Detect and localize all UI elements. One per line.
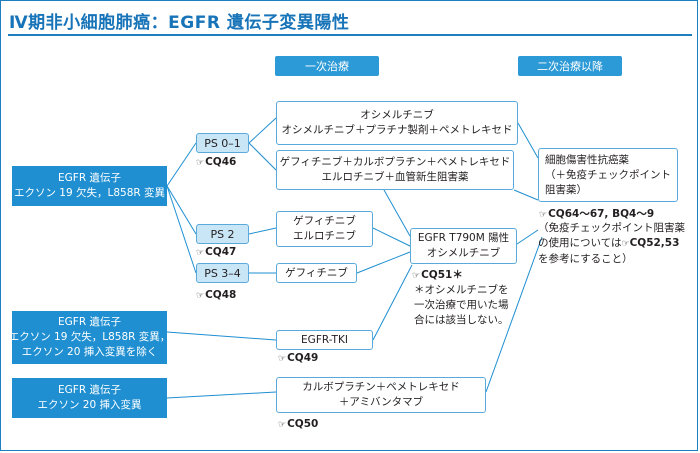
treatment-osimertinib: オシメルチニブ オシメルチニブ＋プラチナ製剤＋ペメトレキセド <box>276 101 518 145</box>
treatment-line: ＋アミバンタマブ <box>338 396 424 408</box>
t790m-footnote: ＊オシメルチニブを 一次治療で用いた場 合には該当しない。 <box>414 284 509 326</box>
group-egfr-excluding-exon20: EGFR 遺伝子 エクソン 19 欠失，L858R 変異， エクソン 20 挿入… <box>9 311 170 364</box>
connector-g1-ps2 <box>166 185 197 235</box>
ref-cq50: ☞CQ50 <box>278 418 319 430</box>
treatment-line: ゲフィチニブ＋カルボプラチン＋ペメトレキセド <box>279 156 511 168</box>
treatment-line: オシメルチニブ <box>426 247 501 259</box>
treatment-gefitinib: ゲフィチニブ <box>276 263 357 283</box>
group-line: エクソン 19 欠失，L858R 変異， <box>8 331 171 343</box>
treatment-line: ゲフィチニブ <box>285 266 348 279</box>
treatment-gefitinib-combo: ゲフィチニブ＋カルボプラチン＋ペメトレキセド エルロチニブ＋血管新生阻害薬 <box>276 150 514 190</box>
pointing-hand-icon: ☞ <box>196 248 205 258</box>
header-first-line: 一次治療 <box>275 56 379 76</box>
ref-cq51: ☞CQ51＊ <box>412 269 463 281</box>
connector-t790-second <box>516 229 539 245</box>
connector-g1-ps01 <box>166 142 197 187</box>
ps-2: PS 2 <box>196 224 249 244</box>
treatment-line: （＋免疫チェックポイント <box>545 169 671 181</box>
page-title: Ⅳ期非小細胞肺癌：EGFR 遺伝子変異陽性 <box>9 13 350 33</box>
connector-t5-t790 <box>372 264 413 341</box>
pointing-hand-icon: ☞ <box>621 239 630 249</box>
pointing-hand-icon: ☞ <box>196 158 205 168</box>
treatment-second-line: 細胞傷害性抗癌薬 （＋免疫チェックポイント 阻害薬） <box>538 148 678 202</box>
title-rule <box>8 34 692 36</box>
ref-cq47: ☞CQ47 <box>196 246 237 258</box>
ref-cq48: ☞CQ48 <box>196 289 237 301</box>
connector-t2-t790 <box>383 189 411 237</box>
ref-cq64: ☞CQ64～67, BQ4～9 <box>539 208 655 220</box>
connector-t2-second <box>513 189 539 201</box>
treatment-gefitinib-erlotinib: ゲフィチニブ エルロチニブ <box>276 211 373 247</box>
treatment-line: エルロチニブ＋血管新生阻害薬 <box>321 171 469 183</box>
connector-t6-second <box>485 236 543 393</box>
treatment-line: エルロチニブ <box>293 230 356 242</box>
connector-g1-ps34 <box>166 185 197 274</box>
group-line: EGFR 遺伝子 <box>58 316 121 328</box>
treatment-line: 細胞傷害性抗癌薬 <box>545 154 629 166</box>
group-line: EGFR 遺伝子 <box>58 384 121 396</box>
group-line: エクソン 20 挿入変異 <box>37 399 142 411</box>
connector-ps01-t2 <box>248 142 277 171</box>
connector-g3-t6 <box>166 391 277 399</box>
connector-g2-t5 <box>166 331 277 341</box>
pointing-hand-icon: ☞ <box>196 291 205 301</box>
connector-t3-t790 <box>372 227 411 247</box>
treatment-line: 阻害薬） <box>545 184 587 196</box>
treatment-egfr-tki: EGFR-TKI <box>276 330 373 350</box>
connector-t1-second <box>517 122 539 159</box>
group-line: エクソン 20 挿入変異を除く <box>21 346 158 358</box>
group-egfr-exon19-l858r: EGFR 遺伝子 エクソン 19 欠失，L858R 変異 <box>12 166 167 206</box>
pointing-hand-icon: ☞ <box>412 271 421 281</box>
treatment-line: EGFR-TKI <box>301 333 348 346</box>
group-line: エクソン 19 欠失，L858R 変異 <box>13 187 166 199</box>
treatment-line: オシメルチニブ <box>360 109 434 121</box>
connector-t4-t790 <box>356 251 411 274</box>
treatment-line: カルボプラチン＋ペメトレキセド <box>302 381 460 393</box>
treatment-line: ゲフィチニブ <box>293 215 356 227</box>
connector-ps01-t1 <box>248 117 277 144</box>
ps-0-1: PS 0–1 <box>196 133 249 153</box>
pointing-hand-icon: ☞ <box>278 354 287 364</box>
treatment-t790m-osimertinib: EGFR T790M 陽性 オシメルチニブ <box>410 228 517 264</box>
connector-ps2-t3 <box>248 227 277 235</box>
treatment-line: オシメルチニブ＋プラチナ製剤＋ペメトレキセド <box>281 124 513 136</box>
pointing-hand-icon: ☞ <box>539 210 548 220</box>
treatment-carboplatin-amivantamab: カルボプラチン＋ペメトレキセド ＋アミバンタマブ <box>276 377 486 413</box>
pointing-hand-icon: ☞ <box>278 420 287 430</box>
ref-cq46: ☞CQ46 <box>196 156 237 168</box>
ps-3-4: PS 3–4 <box>196 263 249 283</box>
treatment-line: EGFR T790M 陽性 <box>417 232 510 244</box>
group-line: EGFR 遺伝子 <box>58 172 121 184</box>
header-second-line: 二次治療以降 <box>518 56 622 76</box>
group-egfr-exon20: EGFR 遺伝子 エクソン 20 挿入変異 <box>12 378 167 418</box>
second-line-note: （免疫チェックポイント阻害薬 の使用については☞CQ52,53 を参考にすること… <box>538 222 685 265</box>
ref-cq49: ☞CQ49 <box>278 352 319 364</box>
